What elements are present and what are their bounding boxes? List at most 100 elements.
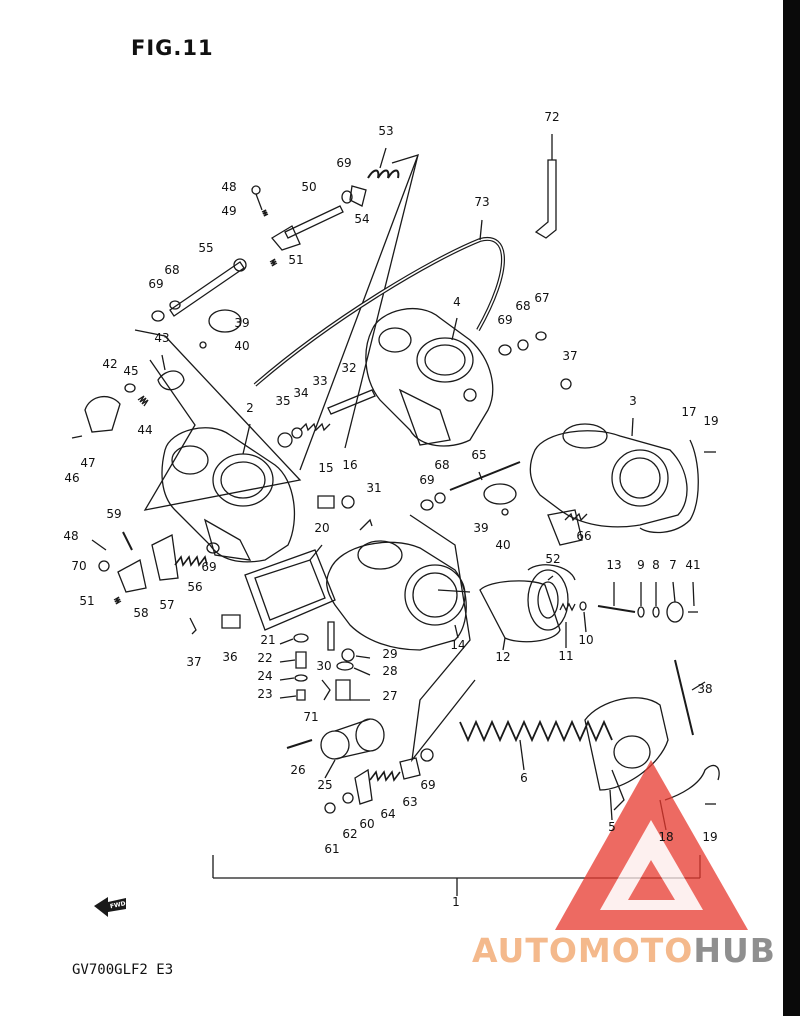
callout-c3: 3 bbox=[629, 394, 637, 408]
callout-c37b: 37 bbox=[186, 655, 201, 669]
seal-69e bbox=[206, 542, 220, 554]
callout-c48a: 48 bbox=[221, 180, 236, 194]
watermark-text-b: HUB bbox=[693, 931, 776, 970]
collar-43 bbox=[157, 370, 185, 391]
callout-c20: 20 bbox=[314, 521, 329, 535]
plunger-32 bbox=[327, 389, 376, 415]
callout-c52: 52 bbox=[545, 552, 560, 566]
callout-c66: 66 bbox=[576, 529, 591, 543]
callout-c67: 67 bbox=[534, 291, 549, 305]
callout-c55: 55 bbox=[198, 241, 213, 255]
callout-c22: 22 bbox=[257, 651, 272, 665]
callout-c41: 41 bbox=[685, 558, 700, 572]
spring-51b bbox=[113, 596, 122, 605]
callout-c30: 30 bbox=[316, 659, 331, 673]
callout-c27: 27 bbox=[382, 689, 397, 703]
callout-c2: 2 bbox=[246, 401, 254, 415]
carburetor-3 bbox=[529, 423, 688, 546]
callout-c59: 59 bbox=[106, 507, 121, 521]
callout-c43: 43 bbox=[154, 331, 169, 345]
lever-58 bbox=[117, 559, 147, 593]
cap-39b bbox=[483, 483, 517, 505]
callout-c57: 57 bbox=[159, 598, 174, 612]
screw-40b bbox=[501, 508, 509, 516]
callout-c71: 71 bbox=[303, 710, 318, 724]
washer-21 bbox=[293, 633, 309, 643]
lever-42 bbox=[84, 396, 121, 433]
gasket-18 bbox=[664, 764, 720, 801]
spring-11 bbox=[559, 602, 576, 612]
seal-69b bbox=[341, 190, 353, 204]
callout-c69d: 69 bbox=[419, 473, 434, 487]
washer-68a bbox=[169, 300, 181, 310]
lever-50 bbox=[271, 225, 301, 251]
callout-c26: 26 bbox=[290, 763, 305, 777]
screw-37b bbox=[189, 617, 197, 635]
watermark-text: AUTOMOTOHUB bbox=[472, 931, 776, 970]
screw-46 bbox=[71, 435, 83, 439]
screw-31 bbox=[359, 518, 373, 531]
piece-63 bbox=[399, 757, 421, 780]
callout-c28: 28 bbox=[382, 664, 397, 678]
cam-54 bbox=[349, 185, 367, 207]
callout-c32: 32 bbox=[341, 361, 356, 375]
callout-c44: 44 bbox=[137, 423, 152, 437]
hose-clip-72 bbox=[534, 159, 557, 239]
needle-65 bbox=[449, 461, 521, 491]
callout-c51a: 51 bbox=[288, 253, 303, 267]
carburetor-2 bbox=[161, 427, 296, 563]
spring-33 bbox=[299, 422, 331, 432]
pin-26 bbox=[286, 739, 313, 749]
callout-c54: 54 bbox=[354, 212, 369, 226]
callout-c68b: 68 bbox=[515, 299, 530, 313]
callout-c35: 35 bbox=[275, 394, 290, 408]
screw-71 bbox=[321, 679, 331, 701]
spring-53 bbox=[367, 169, 400, 179]
callout-c10: 10 bbox=[578, 633, 593, 647]
carburetor-14 bbox=[326, 540, 471, 651]
callout-c9: 9 bbox=[637, 558, 645, 572]
washer-8 bbox=[652, 606, 660, 618]
callout-c39b: 39 bbox=[473, 521, 488, 535]
spring-66 bbox=[564, 512, 588, 522]
plug-15 bbox=[317, 495, 335, 509]
frame-rear-bracket bbox=[134, 329, 302, 511]
washer-68b bbox=[517, 339, 529, 351]
callout-c6: 6 bbox=[520, 771, 528, 785]
callout-c39a: 39 bbox=[234, 316, 249, 330]
holder-7 bbox=[666, 601, 684, 623]
page-edge-bar bbox=[783, 0, 800, 1016]
callout-c19b: 19 bbox=[702, 830, 717, 844]
callout-c47: 47 bbox=[80, 456, 95, 470]
model-code: GV700GLF2 E3 bbox=[72, 962, 174, 978]
washer-62 bbox=[342, 792, 354, 804]
seal-69f bbox=[420, 748, 434, 762]
callout-c69c: 69 bbox=[497, 313, 512, 327]
callout-c31: 31 bbox=[366, 481, 381, 495]
jet-27 bbox=[335, 679, 351, 701]
callout-c40b: 40 bbox=[495, 538, 510, 552]
screw-37a bbox=[560, 378, 572, 390]
pin-59 bbox=[122, 531, 133, 551]
seal-69d bbox=[420, 499, 434, 511]
spring-64 bbox=[369, 770, 401, 782]
callout-c42: 42 bbox=[102, 357, 117, 371]
callout-c14: 14 bbox=[450, 638, 465, 652]
seal-69a bbox=[151, 310, 165, 322]
cap-35 bbox=[277, 432, 293, 448]
frame-front-bracket-b bbox=[344, 154, 419, 449]
callout-c68a: 68 bbox=[164, 263, 179, 277]
callout-c21: 21 bbox=[260, 633, 275, 647]
seal-69c bbox=[498, 344, 512, 356]
lever-57 bbox=[151, 534, 179, 581]
carburetor-4 bbox=[365, 308, 494, 447]
callout-c5: 5 bbox=[608, 820, 616, 834]
watermark-text-a: AUTOMOTO bbox=[472, 931, 694, 970]
callout-c61: 61 bbox=[324, 842, 339, 856]
callout-c69a: 69 bbox=[336, 156, 351, 170]
callout-c13: 13 bbox=[606, 558, 621, 572]
callout-c46: 46 bbox=[64, 471, 79, 485]
cap-39a bbox=[208, 309, 242, 333]
callout-c29: 29 bbox=[382, 647, 397, 661]
